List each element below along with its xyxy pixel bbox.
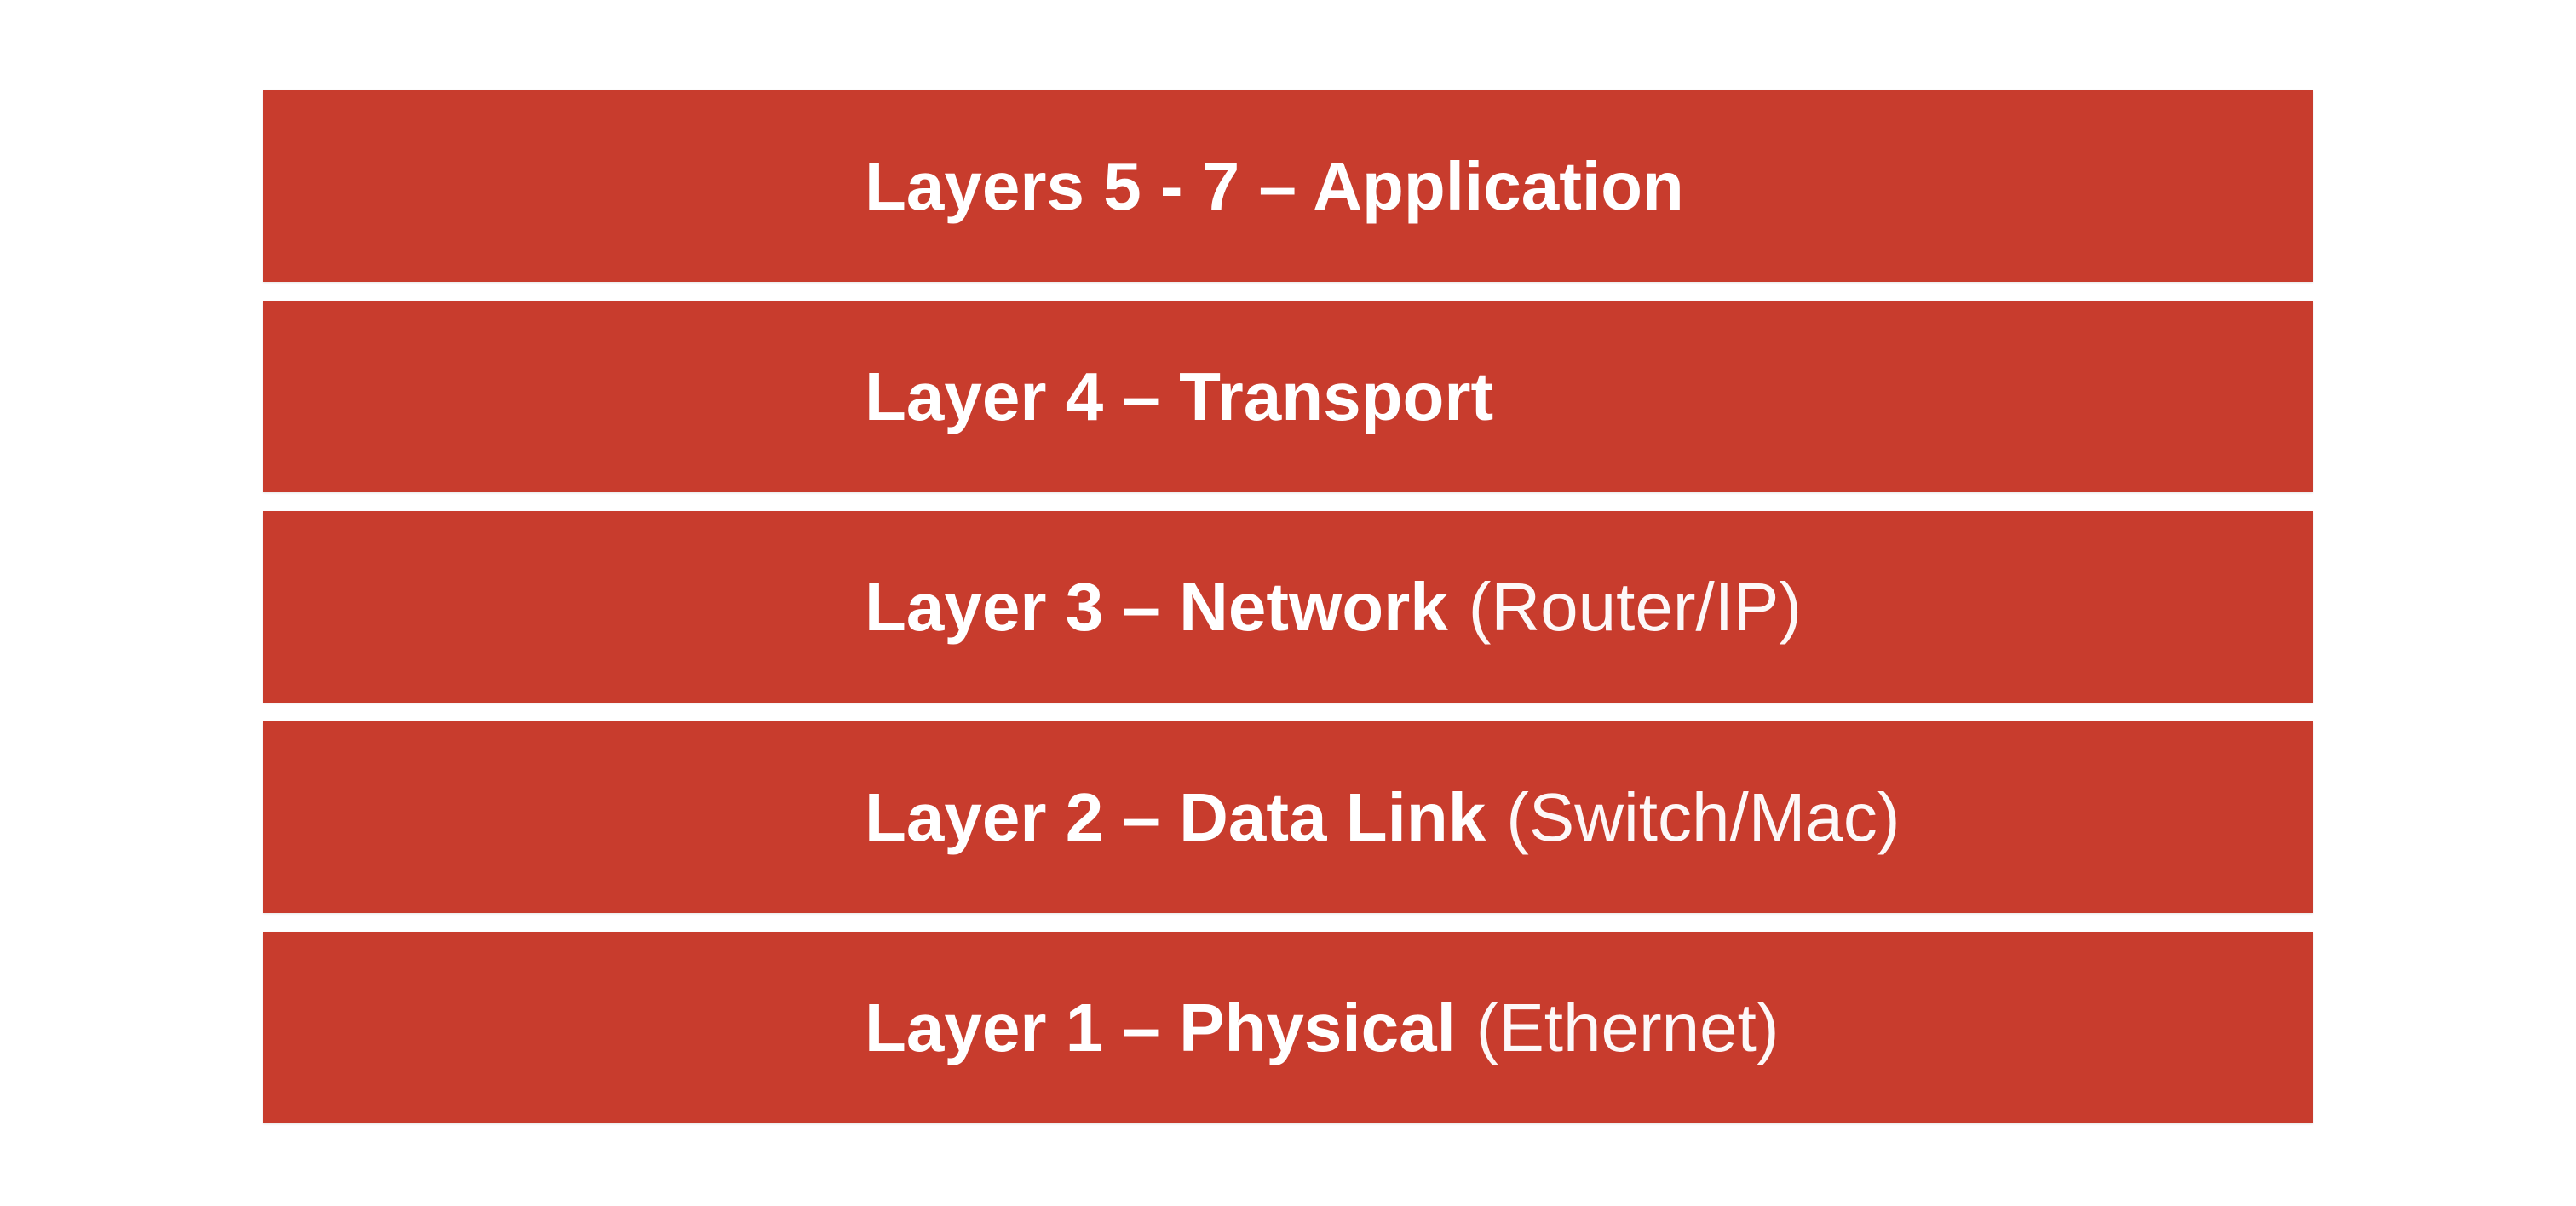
layer-label: Layer 4 – Transport (865, 358, 1494, 434)
layer-bar-transport: Layer 4 – Transport (263, 301, 2313, 492)
layer-detail: (Switch/Mac) (1506, 778, 1900, 855)
layer-bar-text: Layer 1 – Physical(Ethernet) (263, 993, 1780, 1062)
layer-bar-text: Layers 5 - 7 – Application (263, 152, 1684, 221)
layer-bar-data-link: Layer 2 – Data Link (Switch/Mac) (263, 721, 2313, 913)
layer-bar-application: Layers 5 - 7 – Application (263, 90, 2313, 282)
osi-layer-stack: Layers 5 - 7 – Application Layer 4 – Tra… (263, 90, 2313, 1123)
layer-bar-text: Layer 4 – Transport (263, 362, 1493, 431)
layer-bar-text: Layer 3 – Network(Router/IP) (263, 572, 1802, 641)
layer-label: Layer 2 – Data Link (865, 778, 1486, 855)
layer-label: Layers 5 - 7 – Application (865, 147, 1684, 224)
layer-detail: (Router/IP) (1468, 568, 1802, 645)
layer-bar-physical: Layer 1 – Physical(Ethernet) (263, 932, 2313, 1123)
layer-label: Layer 3 – Network (865, 568, 1448, 645)
layer-label: Layer 1 – Physical (865, 989, 1456, 1065)
layer-bar-network: Layer 3 – Network (Router/IP) (263, 511, 2313, 703)
layer-detail: (Ethernet) (1475, 989, 1780, 1065)
layer-bar-text: Layer 2 – Data Link(Switch/Mac) (263, 783, 1900, 852)
